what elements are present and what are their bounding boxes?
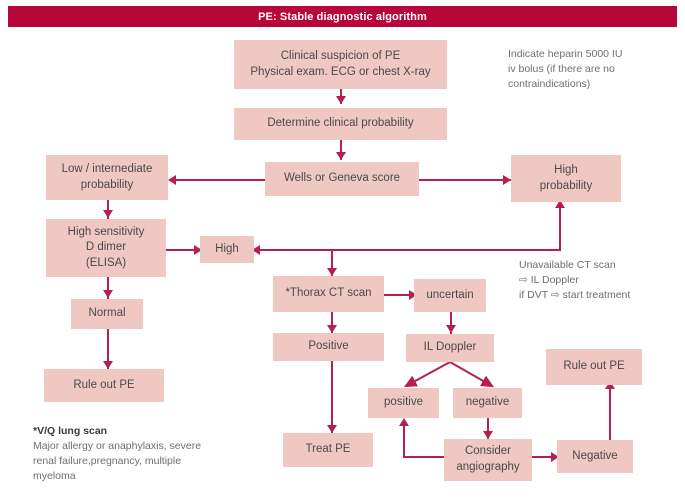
node-high-sensitivity-d-dimer[interactable]: High sensitivity D dimer (ELISA) bbox=[46, 219, 166, 277]
node-determine-probability-label: Determine clinical probability bbox=[267, 117, 414, 130]
connector-thoraxct-to-uncertain bbox=[384, 294, 414, 296]
arrowhead-uncertain-to-ildoppler bbox=[446, 325, 456, 333]
arrowhead-positive-to-treatpe bbox=[327, 425, 337, 433]
connector-low-to-ddimer bbox=[107, 200, 109, 219]
node-clinical-suspicion[interactable]: Clinical suspicion of PE Physical exam. … bbox=[234, 40, 447, 89]
page-title: PE: Stable diagnostic algorithm bbox=[8, 6, 677, 27]
arrowhead-wells-to-high-probability bbox=[503, 175, 511, 185]
arrowhead-probability-to-wells bbox=[336, 152, 346, 160]
arrowhead-bus-into-high bbox=[252, 245, 260, 255]
arrowhead-negative-to-angiography bbox=[483, 431, 493, 439]
connector-uncertain-to-ildoppler bbox=[450, 312, 452, 334]
connector-angiography-to-positive-horizontal bbox=[403, 456, 444, 458]
connector-positive-to-treatpe bbox=[331, 361, 333, 433]
node-low-intermediate-probability[interactable]: Low / internediate probability bbox=[46, 155, 168, 200]
node-rule-out-pe-left[interactable]: Rule out PE bbox=[44, 369, 164, 402]
node-rule-out-pe-right-label: Rule out PE bbox=[563, 360, 625, 373]
arrowhead-thoraxct-to-positive bbox=[327, 325, 337, 333]
node-consider-angiography-label: Consider angiography bbox=[456, 445, 520, 473]
node-wells-geneva-score-label: Wells or Geneva score bbox=[283, 172, 401, 185]
note-heparin: Indicate heparin 5000 IU iv bolus (if th… bbox=[508, 48, 623, 91]
note-unavailable-ct: Unavailable CT scan ⇨ IL Doppler if DVT … bbox=[519, 259, 631, 302]
node-wells-geneva-score[interactable]: Wells or Geneva score bbox=[265, 162, 419, 196]
connector-normal-to-ruleout bbox=[107, 329, 109, 369]
footnote-body: Major allergy or anaphylaxis, severe ren… bbox=[33, 440, 202, 483]
connector-negative-to-ruleout bbox=[609, 385, 611, 440]
node-positive[interactable]: positive bbox=[368, 388, 439, 418]
node-treat-pe[interactable]: Treat PE bbox=[283, 433, 373, 467]
arrowhead-thoraxct-to-uncertain bbox=[409, 290, 417, 300]
connector-ddimer-to-high bbox=[166, 249, 200, 251]
node-high-label: High bbox=[215, 242, 239, 255]
arrowhead-ddimer-to-high bbox=[194, 245, 202, 255]
node-thorax-ct-scan-label: *Thorax CT scan bbox=[285, 287, 372, 300]
node-rule-out-pe-left-label: Rule out PE bbox=[73, 378, 135, 391]
connector-wells-to-low bbox=[170, 179, 265, 181]
node-clinical-suspicion-label: Clinical suspicion of PE Physical exam. … bbox=[250, 49, 431, 78]
node-uncertain[interactable]: uncertain bbox=[414, 279, 486, 312]
node-negative-label: negative bbox=[465, 396, 510, 409]
connector-bus-high-to-highprobability bbox=[254, 249, 561, 251]
connector-wells-to-high-probability bbox=[418, 179, 511, 181]
node-thorax-ct-scan[interactable]: *Thorax CT scan bbox=[273, 276, 384, 312]
node-normal-label: Normal bbox=[88, 307, 126, 320]
node-il-doppler-label: IL Doppler bbox=[423, 341, 477, 354]
node-negative[interactable]: negative bbox=[453, 388, 522, 418]
node-high-sensitivity-d-dimer-label: High sensitivity D dimer (ELISA) bbox=[67, 225, 145, 269]
node-positive-ct[interactable]: Positive bbox=[273, 333, 384, 361]
node-high-probability-label: High probability bbox=[539, 163, 593, 192]
node-high[interactable]: High bbox=[200, 236, 254, 263]
node-treat-pe-label: Treat PE bbox=[305, 443, 351, 456]
connector-angiography-to-negative bbox=[532, 456, 556, 458]
node-determine-probability[interactable]: Determine clinical probability bbox=[234, 108, 447, 140]
connector-probability-to-wells bbox=[340, 140, 342, 160]
footnote-title: *V/Q lung scan bbox=[33, 425, 108, 437]
connector-bus-drop-to-thoraxct bbox=[331, 250, 333, 276]
connector-bus-riser-to-highprobability bbox=[559, 202, 561, 251]
node-negative-final-label: Negative bbox=[572, 449, 618, 462]
arrowhead-angiography-to-positive bbox=[399, 418, 409, 426]
arrowhead-negative-to-ruleout bbox=[605, 381, 615, 389]
connector-thoraxct-to-positive bbox=[331, 312, 333, 333]
node-consider-angiography[interactable]: Consider angiography bbox=[444, 439, 532, 481]
arrowhead-normal-to-ruleout bbox=[103, 361, 113, 369]
arrowhead-bus-to-thoraxct bbox=[327, 268, 337, 276]
arrowhead-ddimer-to-normal bbox=[103, 290, 113, 298]
node-rule-out-pe-right[interactable]: Rule out PE bbox=[546, 349, 642, 385]
arrowhead-wells-to-low bbox=[168, 175, 176, 185]
node-positive-label: positive bbox=[384, 396, 423, 409]
node-low-intermediate-probability-label: Low / internediate probability bbox=[61, 162, 153, 191]
node-positive-ct-label: Positive bbox=[308, 340, 349, 353]
connector-angiography-to-positive-riser bbox=[403, 421, 405, 458]
arrowhead-suspicion-to-probability bbox=[336, 96, 346, 104]
node-normal[interactable]: Normal bbox=[71, 299, 143, 329]
node-il-doppler[interactable]: IL Doppler bbox=[406, 334, 494, 362]
connector-ddimer-to-normal bbox=[107, 277, 109, 299]
arrowhead-bus-to-highprobability bbox=[555, 200, 565, 208]
arrowhead-low-to-ddimer bbox=[103, 210, 113, 218]
node-negative-final[interactable]: Negative bbox=[557, 440, 633, 473]
connector-negative-to-angiography bbox=[487, 418, 489, 439]
node-high-probability[interactable]: High probability bbox=[511, 155, 621, 202]
arrowhead-angiography-to-negative bbox=[551, 452, 559, 462]
node-uncertain-label: uncertain bbox=[426, 288, 474, 301]
